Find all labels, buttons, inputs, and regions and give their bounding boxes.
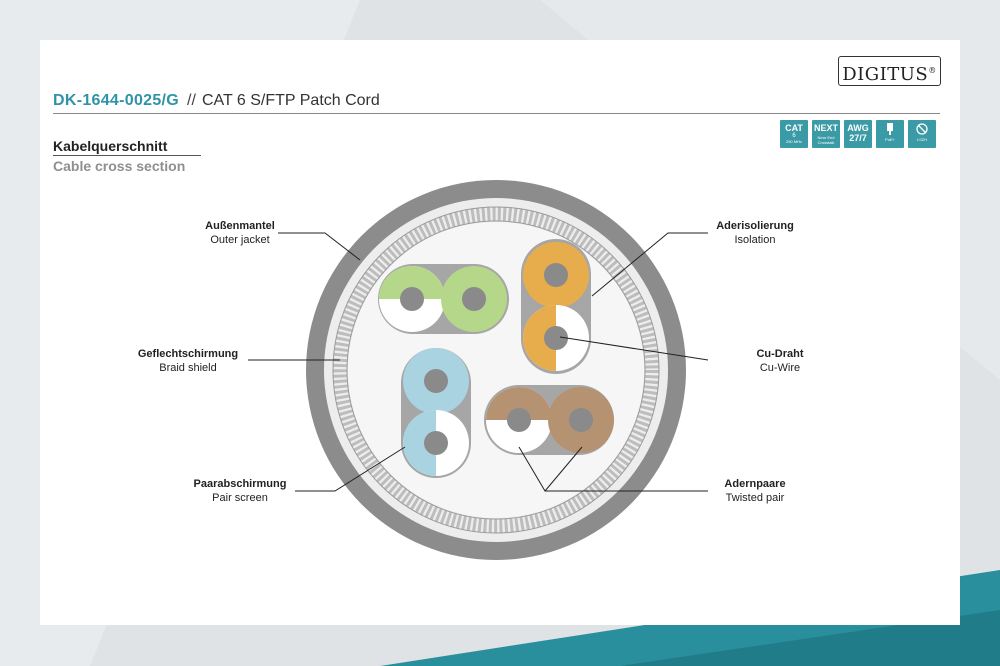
lszh-badge-icon: LSZH <box>908 120 936 148</box>
header-rule <box>53 113 940 114</box>
braid-shield <box>333 207 659 533</box>
section-rule <box>53 155 201 156</box>
product-code: DK-1644-0025/G <box>53 92 180 109</box>
header-separator: // <box>187 92 196 109</box>
pair-green <box>378 264 509 334</box>
section-title-en: Cable cross section <box>53 158 186 174</box>
pair-orange <box>521 239 591 374</box>
digitus-logo: DIGITUS® <box>838 56 941 86</box>
leader-lines <box>248 232 709 492</box>
pair-brown <box>484 385 614 455</box>
poe-badge-icon: PoE+ <box>876 120 904 148</box>
section-title-de: Kabelquerschnitt <box>53 138 168 154</box>
pair-blue <box>401 348 471 478</box>
product-name: CAT 6 S/FTP Patch Cord <box>201 92 380 109</box>
product-header: DK-1644-0025/G // CAT 6 S/FTP Patch Cord <box>53 92 380 110</box>
